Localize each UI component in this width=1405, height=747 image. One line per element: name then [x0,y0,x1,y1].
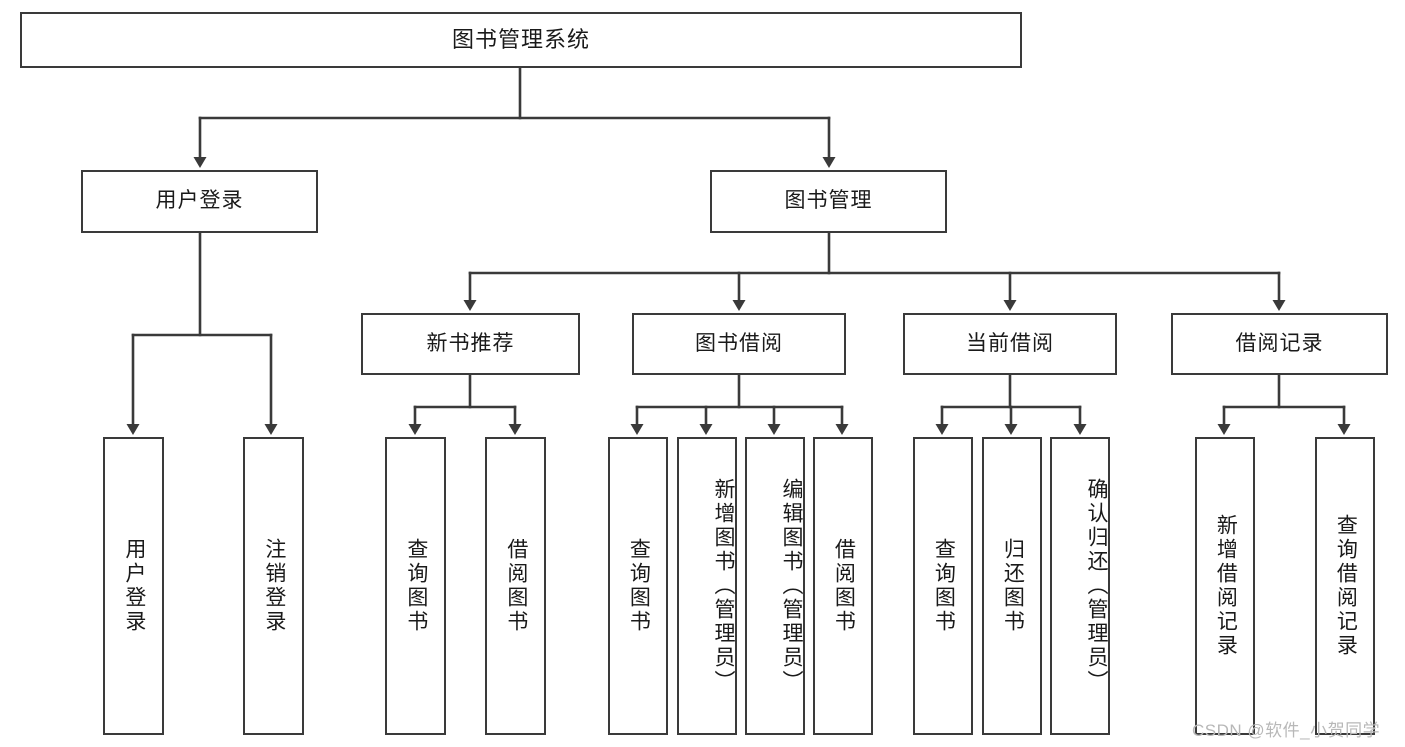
node-book-management[interactable]: 图书管理 [710,170,947,233]
leaf-node-query-borrow-record[interactable]: 查询借阅记录 [1315,437,1375,735]
leaf-node-query-book-current[interactable]: 查询图书 [913,437,973,735]
node-borrow-record[interactable]: 借阅记录 [1171,313,1388,375]
node-new-book-recommend[interactable]: 新书推荐 [361,313,580,375]
leaf-node-edit-book-admin[interactable]: 编辑图书（管理员） [745,437,805,735]
leaf-node-logout[interactable]: 注销登录 [243,437,304,735]
node-book-borrow[interactable]: 图书借阅 [632,313,846,375]
leaf-node-query-book-borrow[interactable]: 查询图书 [608,437,668,735]
leaf-node-query-book-recommend[interactable]: 查询图书 [385,437,446,735]
node-current-borrow[interactable]: 当前借阅 [903,313,1117,375]
leaf-node-borrow-book[interactable]: 借阅图书 [813,437,873,735]
node-user-login[interactable]: 用户登录 [81,170,318,233]
csdn-watermark: CSDN @软件_小贺同学 [1192,721,1381,740]
leaf-node-confirm-return-admin[interactable]: 确认归还（管理员） [1050,437,1110,735]
leaf-node-add-book-admin[interactable]: 新增图书（管理员） [677,437,737,735]
leaf-node-borrow-book-recommend[interactable]: 借阅图书 [485,437,546,735]
leaf-node-add-borrow-record[interactable]: 新增借阅记录 [1195,437,1255,735]
node-root-book-management-system[interactable]: 图书管理系统 [20,12,1022,68]
leaf-node-user-login[interactable]: 用户登录 [103,437,164,735]
leaf-node-return-book[interactable]: 归还图书 [982,437,1042,735]
